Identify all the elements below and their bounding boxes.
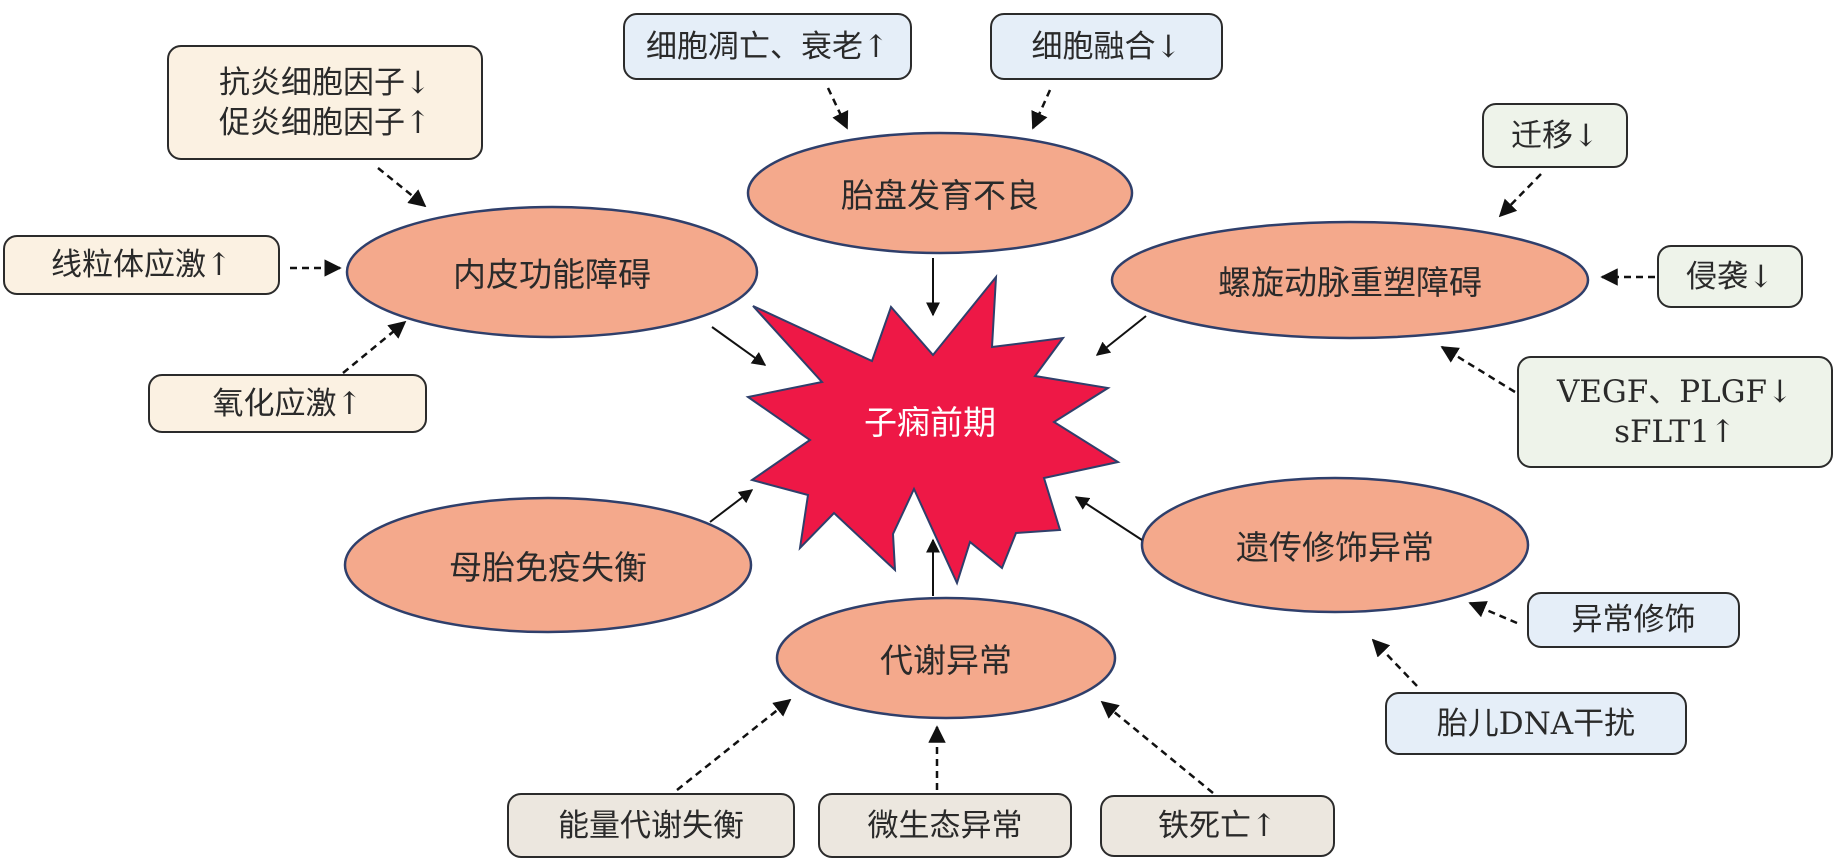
dashed-arrow-ferroptosis (1100, 700, 1214, 794)
fusion-label: 细胞融合↓ (1031, 28, 1182, 65)
dashed-arrow-abnormal-mod (1468, 601, 1518, 625)
dashed-arrow-energy (676, 698, 792, 791)
dashed-arrow-angiogenic (1440, 345, 1516, 394)
box-cytokines: 抗炎细胞因子↓ 促炎细胞因子↑ (167, 45, 483, 160)
dashed-arrow-apoptosis (826, 87, 849, 130)
ellipse-endothelial (345, 205, 759, 339)
dashed-arrow-fetal-dna (1371, 638, 1418, 687)
starburst-shape (745, 273, 1121, 586)
label-immune: 母胎免疫失衡 (449, 548, 647, 587)
mito-stress-label: 线粒体应激↑ (51, 247, 232, 283)
box-apoptosis: 细胞凋亡、衰老↑ (623, 13, 912, 80)
arrow-epigenetic-to-center (1074, 496, 1143, 541)
box-mito-stress: 线粒体应激↑ (3, 235, 280, 295)
label-epigenetic: 遗传修饰异常 (1236, 528, 1434, 567)
ellipse-placenta (746, 131, 1134, 255)
dashed-arrow-migration (1498, 173, 1542, 218)
box-microbiome: 微生态异常 (818, 793, 1072, 858)
box-invasion: 侵袭↓ (1657, 245, 1803, 308)
center-label: 子痫前期 (864, 403, 996, 442)
label-placenta: 胎盘发育不良 (841, 176, 1039, 215)
arrow-endothelial-to-center (711, 326, 767, 366)
label-metabolic: 代谢异常 (880, 641, 1012, 680)
box-ferroptosis: 铁死亡↑ (1100, 795, 1335, 857)
box-oxidative-stress: 氧化应激↑ (148, 374, 427, 433)
box-abnormal-mod: 异常修饰 (1527, 592, 1740, 648)
cytokines-line1: 抗炎细胞因子↓ (219, 64, 431, 101)
box-angiogenic: VEGF、PLGF↓ sFLT1↑ (1517, 356, 1833, 468)
box-fetal-dna: 胎儿DNA干扰 (1385, 692, 1687, 755)
arrow-immune-to-center (709, 489, 754, 523)
dashed-arrow-fusion (1031, 89, 1052, 130)
apoptosis-label: 细胞凋亡、衰老↑ (646, 28, 889, 65)
invasion-label: 侵袭↓ (1686, 258, 1774, 295)
oxidative-stress-label: 氧化应激↑ (212, 385, 363, 422)
box-migration: 迁移↓ (1482, 103, 1628, 168)
cytokines-line2: 促炎细胞因子↑ (219, 104, 431, 141)
label-spiral-artery: 螺旋动脉重塑障碍 (1218, 263, 1482, 302)
ferroptosis-label: 铁死亡↑ (1158, 808, 1277, 844)
energy-label: 能量代谢失衡 (558, 807, 744, 844)
box-fusion: 细胞融合↓ (990, 13, 1223, 80)
angiogenic-line1: VEGF、PLGF↓ (1557, 374, 1793, 410)
fetal-dna-label: 胎儿DNA干扰 (1436, 705, 1636, 742)
microbiome-label: 微生态异常 (867, 807, 1023, 844)
dashed-arrow-cytokines (377, 167, 427, 208)
ellipse-immune (343, 496, 753, 634)
ellipse-metabolic (775, 596, 1117, 720)
dashed-arrow-oxidative (342, 320, 407, 374)
ellipse-epigenetic (1140, 476, 1530, 614)
box-energy: 能量代谢失衡 (507, 793, 795, 858)
abnormal-mod-label: 异常修饰 (1571, 602, 1696, 638)
migration-label: 迁移↓ (1511, 117, 1599, 154)
label-endothelial: 内皮功能障碍 (453, 255, 651, 294)
arrow-spiral-to-center (1095, 315, 1147, 356)
ellipse-spiral-artery (1110, 220, 1590, 340)
angiogenic-line2: sFLT1↑ (1614, 414, 1736, 450)
